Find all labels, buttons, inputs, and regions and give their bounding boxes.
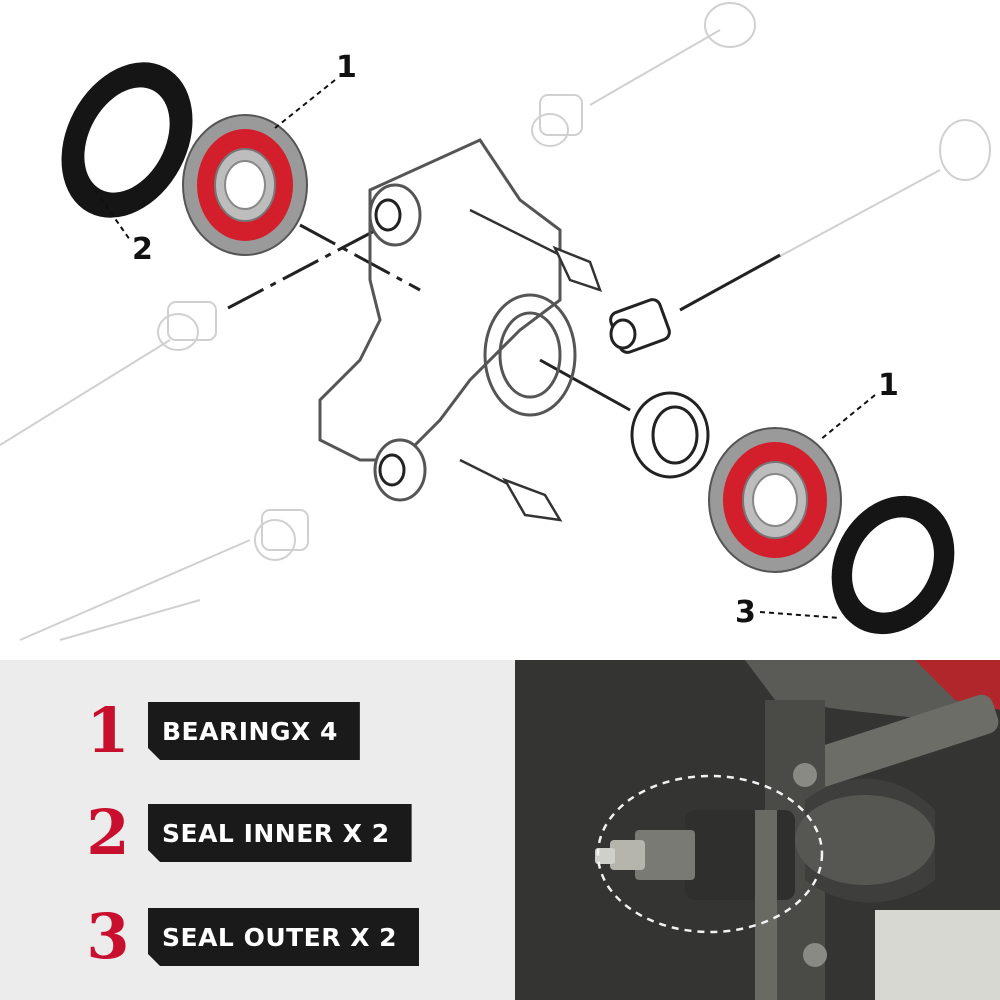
callout-seal-outer: 3	[735, 595, 756, 630]
callout-seal-inner: 2	[132, 232, 153, 267]
legend-number: 1	[86, 694, 130, 767]
knuckle-housing	[318, 138, 577, 502]
legend-number: 3	[86, 900, 130, 973]
legend-number: 2	[86, 796, 130, 869]
legend-row-seal-inner: 2 SEAL INNER X 2	[78, 802, 412, 864]
legend-label: SEAL OUTER X 2	[148, 908, 419, 966]
legend-row-seal-outer: 3 SEAL OUTER X 2	[78, 906, 419, 968]
hub-photo-illustration	[515, 660, 1000, 1000]
highlight-ellipse	[596, 774, 824, 934]
seal-outer-bottom	[831, 495, 955, 635]
bearing-bottom	[708, 427, 842, 573]
axle-line	[227, 223, 781, 412]
bushing-parts	[609, 298, 710, 479]
bearing-top	[182, 114, 308, 256]
legend-row-bearing: 1 BEARINGX 4	[78, 700, 360, 762]
seal-inner-top	[61, 62, 193, 218]
legend-label: SEAL INNER X 2	[148, 804, 412, 862]
exploded-diagram: 1 2 1 3	[0, 2, 991, 641]
legend-label: BEARINGX 4	[148, 702, 360, 760]
callout-bearing-bottom: 1	[878, 368, 899, 403]
parts-legend: 1 BEARINGX 4 2 SEAL INNER X 2 3 SEAL OUT…	[0, 660, 515, 1000]
installation-photo	[515, 660, 1000, 1000]
bolt-parts	[459, 208, 603, 522]
callout-bearing-top: 1	[336, 50, 357, 85]
callout-leaders	[94, 79, 876, 619]
knuckle-exploded-view	[0, 2, 991, 641]
